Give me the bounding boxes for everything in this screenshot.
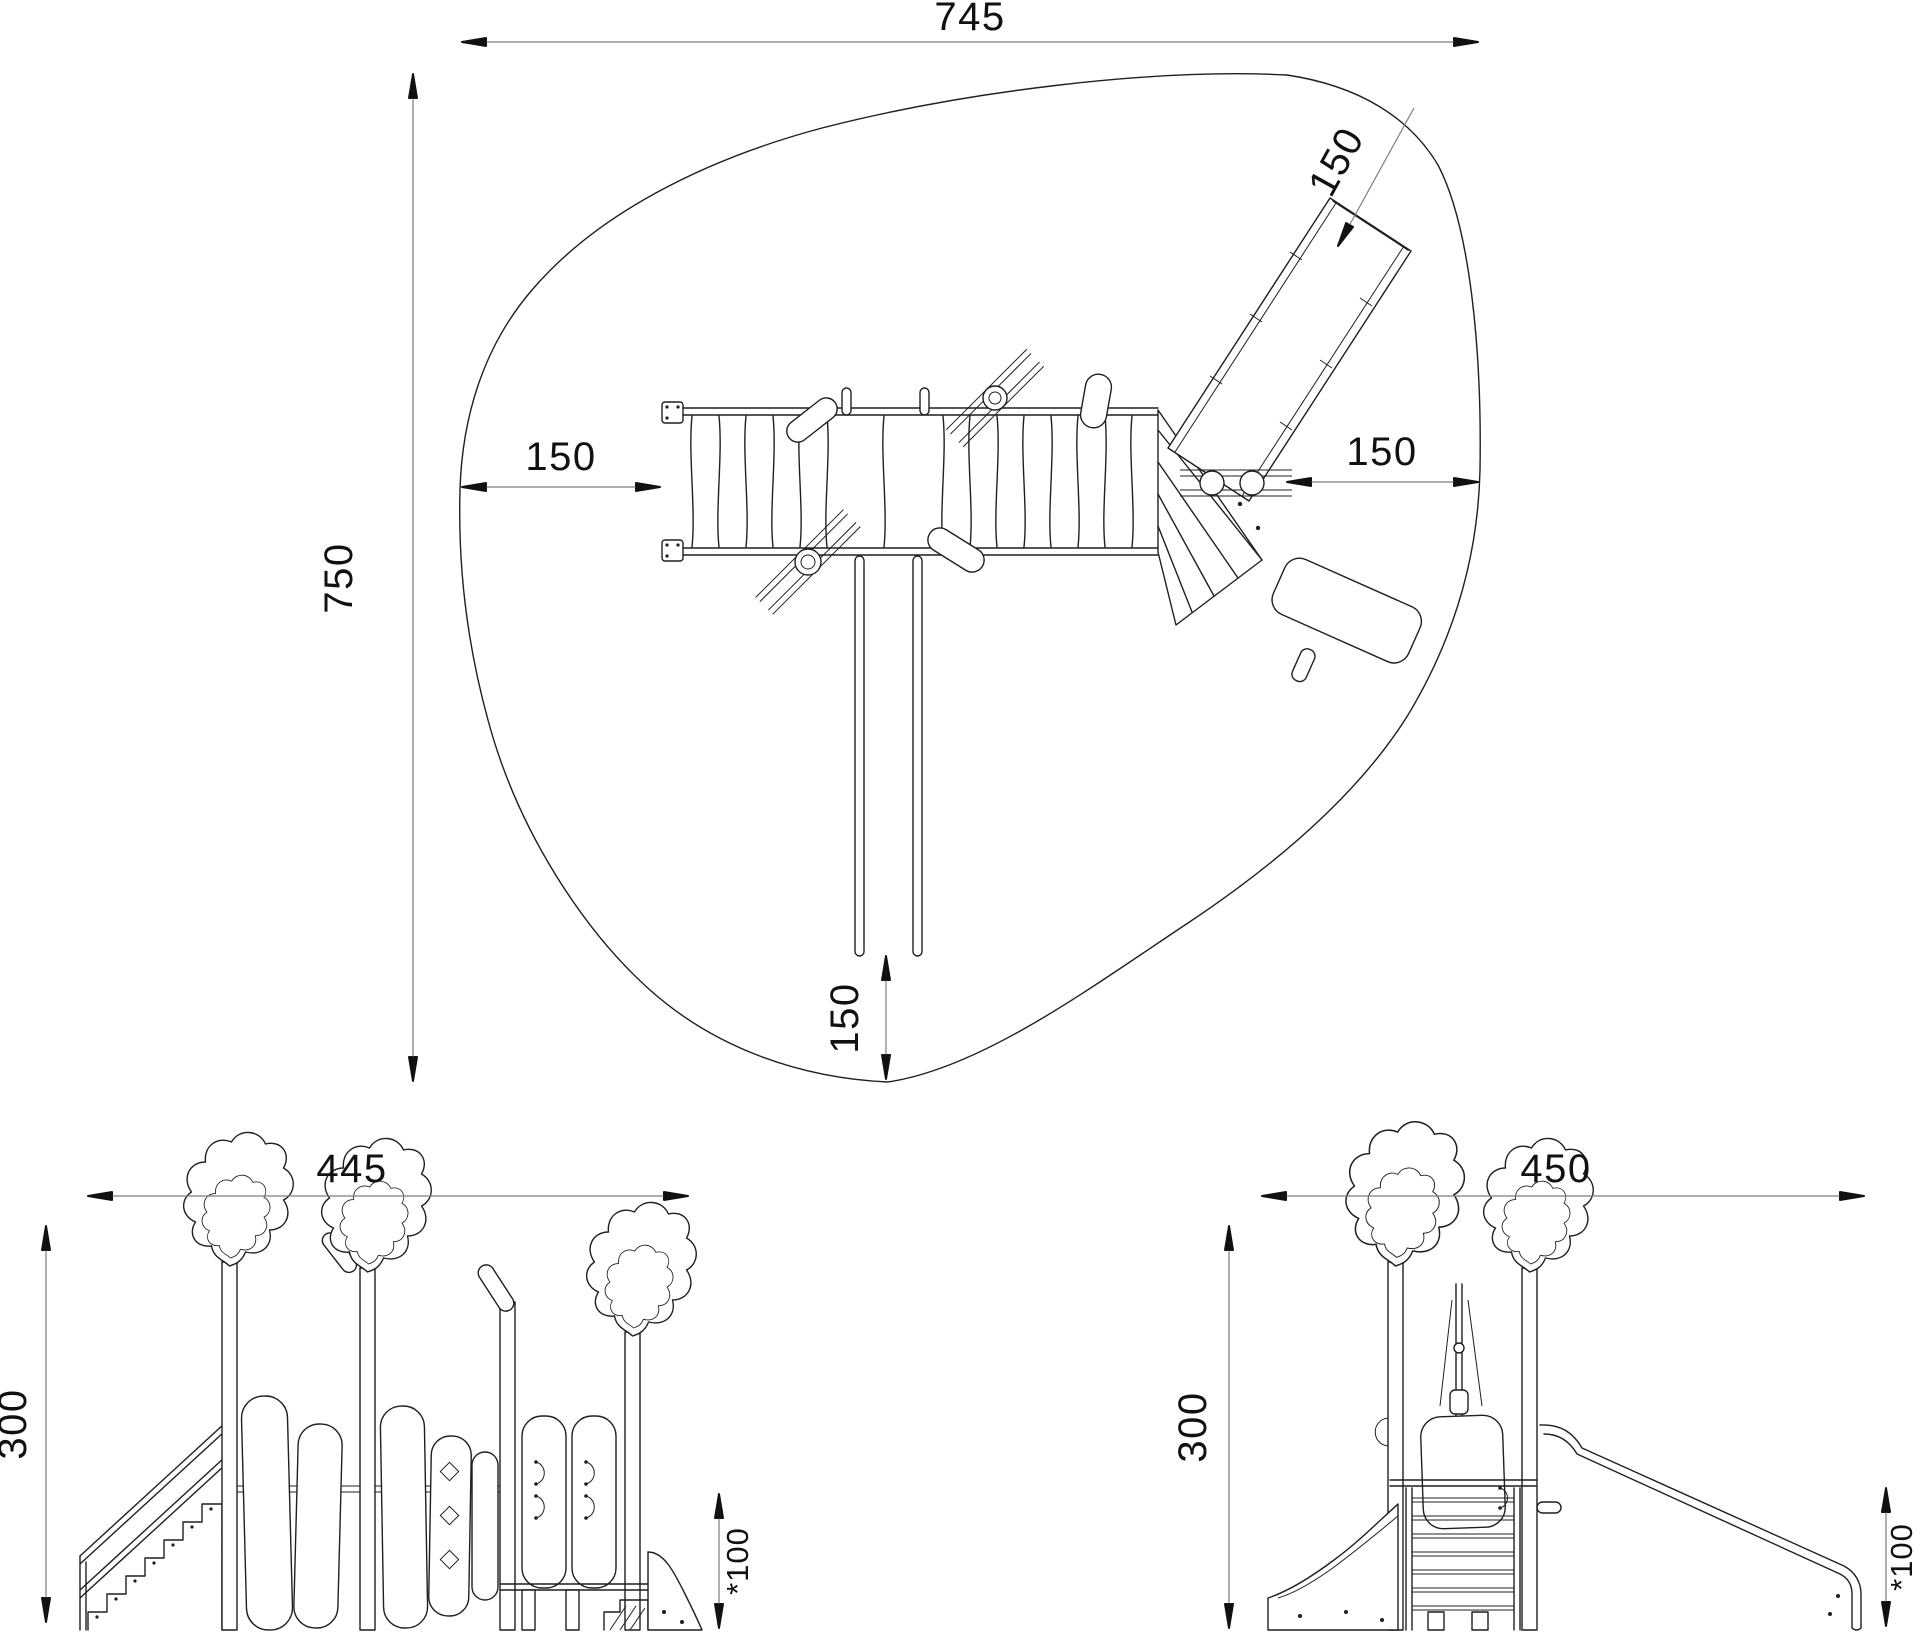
deck-front [499, 1551, 703, 1631]
hand-grip-lower [755, 509, 861, 615]
long-slide-side [1539, 1424, 1862, 1631]
front-elevation-view: 445 300 *100 [0, 1131, 755, 1631]
dimension-plan-width: 745 [461, 0, 1479, 47]
dim-label-side-height: 300 [1171, 1391, 1215, 1462]
dimension-front-fall-height: *100 [714, 1493, 755, 1629]
seat-peg [1291, 648, 1316, 683]
dim-label-plan-height: 750 [317, 542, 361, 613]
dim-label-clearance-right: 150 [1346, 430, 1417, 474]
dimension-side-width: 450 [1261, 1147, 1865, 1201]
peg-icon [841, 387, 852, 416]
bent-post-top [477, 1264, 515, 1312]
handle-panel [521, 1415, 567, 1589]
peg-icon [919, 387, 930, 416]
small-slide-side [1267, 1503, 1399, 1631]
post-peg [1536, 1501, 1562, 1514]
dim-label-front-width: 445 [316, 1147, 387, 1191]
dim-label-front-height: 300 [0, 1388, 35, 1459]
grip-cylinder [786, 397, 838, 443]
climb-panel-side [1420, 1414, 1508, 1530]
dim-label-clearance-poles: 150 [823, 982, 867, 1053]
slide-foot-front [647, 1551, 703, 1631]
dim-label-front-fall-height: *100 [720, 1527, 755, 1595]
plan-view: 745 750 150 150 150 150 [317, 0, 1481, 1083]
dimension-front-width: 445 [87, 1147, 689, 1201]
post-ear-handle [1374, 1417, 1389, 1447]
side-elevation-view: 450 300 *100 [1171, 1121, 1919, 1631]
dim-label-clearance-slide: 150 [1300, 120, 1373, 204]
dim-label-side-width: 450 [1520, 1147, 1591, 1191]
dim-label-clearance-left: 150 [525, 435, 596, 479]
fire-pole-side [1439, 1283, 1483, 1419]
bridge-plan [661, 348, 1159, 615]
dimension-side-fall-height: *100 [1881, 1487, 1919, 1627]
hand-grip-upper [945, 348, 1045, 448]
panels-front [240, 1395, 617, 1631]
dimension-side-height: 300 [1171, 1225, 1234, 1629]
torch-flame-icon [1345, 1121, 1594, 1273]
dimension-front-height: 300 [0, 1225, 52, 1623]
dimension-clearance-right: 150 [1286, 430, 1479, 487]
torch-flame-icon [182, 1131, 697, 1337]
handle-bar-right [1180, 469, 1292, 497]
dimension-clearance-poles: 150 [823, 955, 891, 1080]
grip-cylinder [927, 527, 985, 573]
safety-zone-outline [459, 73, 1481, 1083]
seat-pad-plan [1271, 557, 1423, 664]
corner-post-cylinder [1079, 373, 1113, 429]
dimension-plan-height: 750 [317, 73, 418, 1082]
dim-label-plan-width: 745 [934, 0, 1005, 39]
bridge-slats [690, 415, 1134, 548]
deck-side [1389, 1479, 1537, 1631]
staircase-front [79, 1423, 225, 1631]
mounting-plate-top [661, 401, 684, 424]
dimension-clearance-left: 150 [461, 435, 661, 492]
dim-label-side-fall-height: *100 [1884, 1523, 1919, 1591]
fire-poles-plan [854, 555, 923, 957]
mounting-plate-bottom [661, 539, 684, 562]
handle-panel [571, 1415, 617, 1589]
post-side [1521, 1267, 1538, 1631]
